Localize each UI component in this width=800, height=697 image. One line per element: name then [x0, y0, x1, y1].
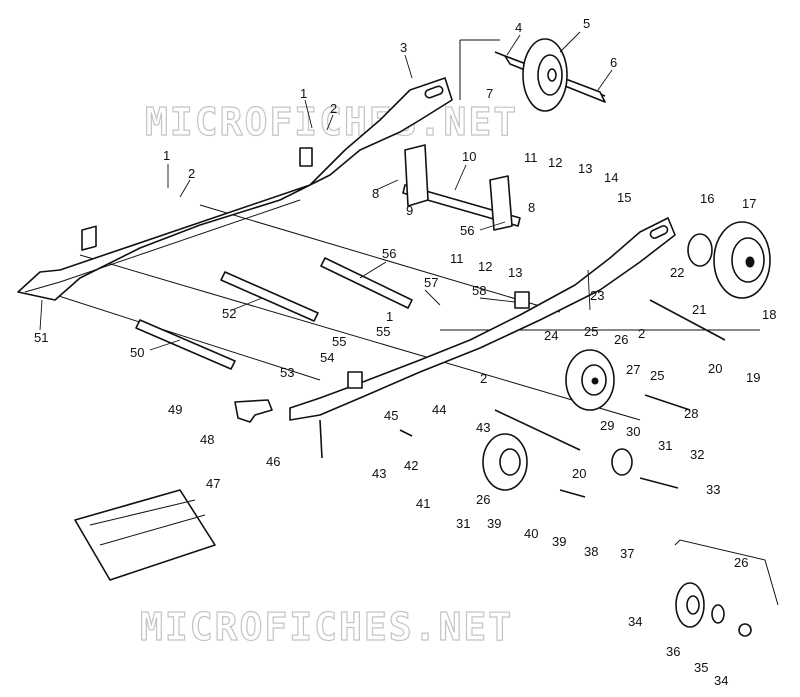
callout-43a: 43: [476, 420, 490, 435]
callout-7: 7: [486, 86, 493, 101]
left-rail: [17, 77, 453, 301]
callout-16: 16: [700, 191, 714, 206]
callout-50: 50: [130, 345, 144, 360]
callout-18: 18: [762, 307, 776, 322]
callout-12b: 12: [478, 259, 492, 274]
callout-35: 35: [694, 660, 708, 675]
callout-52: 52: [222, 306, 236, 321]
callout-58: 58: [472, 283, 486, 298]
callout-22: 22: [670, 265, 684, 280]
callout-8b: 8: [528, 200, 535, 215]
callout-24: 24: [544, 328, 558, 343]
callout-56a: 56: [460, 223, 474, 238]
callout-43b: 43: [372, 466, 386, 481]
watermark-bottom: MICROFICHES.NET: [140, 605, 513, 649]
skid-plate-47: [74, 489, 216, 581]
callout-54: 54: [320, 350, 334, 365]
bushing-16: [687, 233, 713, 267]
axle-brackets: [404, 144, 513, 231]
callout-26c: 26: [734, 555, 748, 570]
callout-6: 6: [610, 55, 617, 70]
callout-37: 37: [620, 546, 634, 561]
callout-2b: 2: [188, 166, 195, 181]
callout-47: 47: [206, 476, 220, 491]
callout-25a: 25: [584, 324, 598, 339]
callout-56b: 56: [382, 246, 396, 261]
callout-23: 23: [590, 288, 604, 303]
callout-34a: 34: [628, 614, 642, 629]
upper-idler-wheel: [494, 38, 606, 112]
callout-19: 19: [746, 370, 760, 385]
callout-55a: 55: [376, 324, 390, 339]
callout-11a: 11: [524, 150, 538, 165]
callout-46: 46: [266, 454, 280, 469]
callout-51: 51: [34, 330, 48, 345]
callout-28: 28: [684, 406, 698, 421]
callout-1b: 1: [163, 148, 170, 163]
callout-8a: 8: [372, 186, 379, 201]
callout-5: 5: [583, 16, 590, 31]
callout-29: 29: [600, 418, 614, 433]
callout-45: 45: [384, 408, 398, 423]
callout-48: 48: [200, 432, 214, 447]
callout-39b: 39: [552, 534, 566, 549]
callout-20a: 20: [708, 361, 722, 376]
callout-15: 15: [617, 190, 631, 205]
callout-27: 27: [626, 362, 640, 377]
bushing-30: [611, 448, 633, 476]
scraper-48: [234, 399, 273, 423]
callout-42: 42: [404, 458, 418, 473]
callout-30: 30: [626, 424, 640, 439]
callout-26b: 26: [476, 492, 490, 507]
callout-31b: 31: [456, 516, 470, 531]
callout-49: 49: [168, 402, 182, 417]
callout-17: 17: [742, 196, 756, 211]
callout-57: 57: [424, 275, 438, 290]
callout-39a: 39: [487, 516, 501, 531]
callout-41: 41: [416, 496, 430, 511]
callout-1a: 1: [300, 86, 307, 101]
long-bolts: [319, 299, 726, 498]
callout-20b: 20: [572, 466, 586, 481]
callout-9: 9: [406, 203, 413, 218]
callout-4: 4: [515, 20, 522, 35]
callout-36: 36: [666, 644, 680, 659]
callout-53: 53: [280, 365, 294, 380]
leader-lines: [39, 31, 613, 351]
right-rail: [289, 217, 676, 421]
idler-wheel-26a: [565, 349, 615, 411]
callout-13b: 13: [508, 265, 522, 280]
callout-2a: 2: [330, 101, 337, 116]
callout-38: 38: [584, 544, 598, 559]
idler-wheel-26b: [482, 433, 528, 491]
callout-26a: 26: [614, 332, 628, 347]
callout-33: 33: [706, 482, 720, 497]
callout-31a: 31: [658, 438, 672, 453]
callout-10: 10: [462, 149, 476, 164]
callout-34b: 34: [714, 673, 728, 688]
idler-wheel-17: [713, 221, 771, 299]
callout-32: 32: [690, 447, 704, 462]
callouts: 1 2 3 4 5 6 7 1 2 8 9 10 11 12 13 14 15 …: [34, 16, 776, 688]
callout-55b: 55: [332, 334, 346, 349]
callout-21: 21: [692, 302, 706, 317]
callout-14: 14: [604, 170, 618, 185]
callout-11b: 11: [450, 251, 464, 266]
callout-2c: 2: [638, 326, 645, 341]
callout-12a: 12: [548, 155, 562, 170]
callout-40: 40: [524, 526, 538, 541]
callout-13a: 13: [578, 161, 592, 176]
wheel-detail-26: [674, 539, 779, 637]
callout-44: 44: [432, 402, 446, 417]
cross-tubes: [135, 184, 521, 370]
callout-2d: 2: [480, 371, 487, 386]
callout-1c: 1: [386, 309, 393, 324]
callout-25b: 25: [650, 368, 664, 383]
callout-3: 3: [400, 40, 407, 55]
